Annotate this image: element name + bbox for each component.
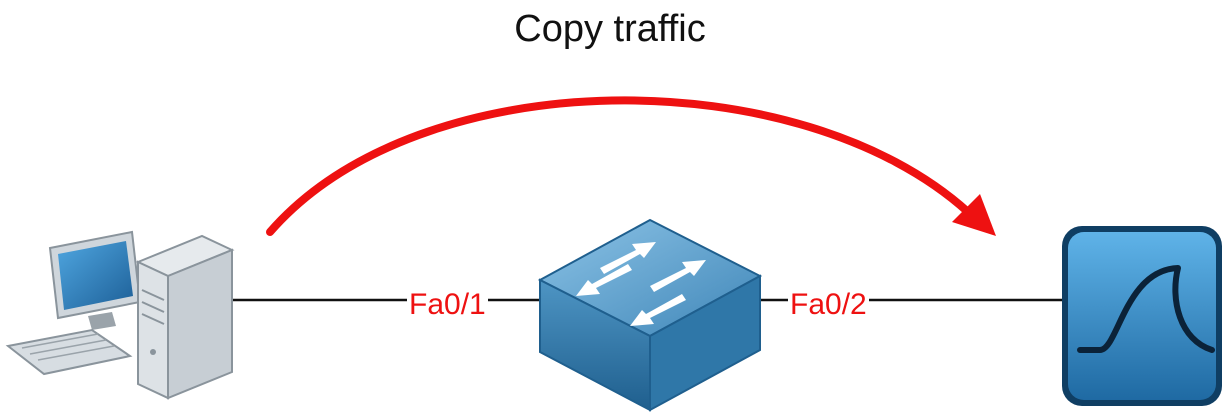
computer-icon [5,230,235,400]
wireshark-icon [1062,226,1222,406]
port-label-fa0-1: Fa0/1 [407,288,488,322]
copy-traffic-arrow [266,96,996,236]
diagram-title: Copy traffic [514,8,706,50]
switch-icon [537,218,763,412]
port-label-fa0-2: Fa0/2 [788,288,869,322]
